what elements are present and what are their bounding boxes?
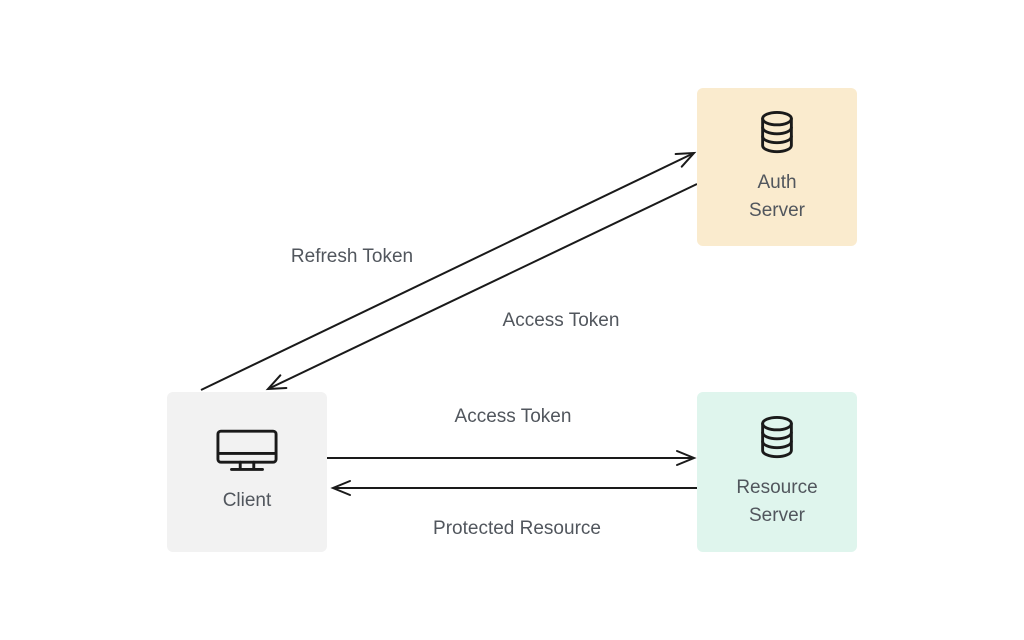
- node-client: Client: [167, 392, 327, 552]
- edge-label-refresh-token: Refresh Token: [290, 246, 414, 267]
- node-label-auth-server: Auth Server: [749, 171, 805, 221]
- edge-label-protected-resource: Protected Resource: [433, 518, 601, 539]
- monitor-icon: [216, 429, 278, 471]
- edge-refresh-token: [200, 151, 697, 391]
- database-icon: [761, 110, 793, 153]
- node-auth-server: Auth Server: [697, 88, 857, 246]
- database-icon: [761, 415, 793, 458]
- node-resource-server: Resource Server: [697, 392, 857, 552]
- node-label-client: Client: [222, 490, 272, 511]
- edge-label-access-token-auth: Access Token: [502, 310, 620, 331]
- node-label-resource-server: Resource Server: [736, 476, 818, 526]
- edge-access-token-to-client: [265, 183, 698, 391]
- edge-label-access-token-resource: Access Token: [454, 406, 572, 427]
